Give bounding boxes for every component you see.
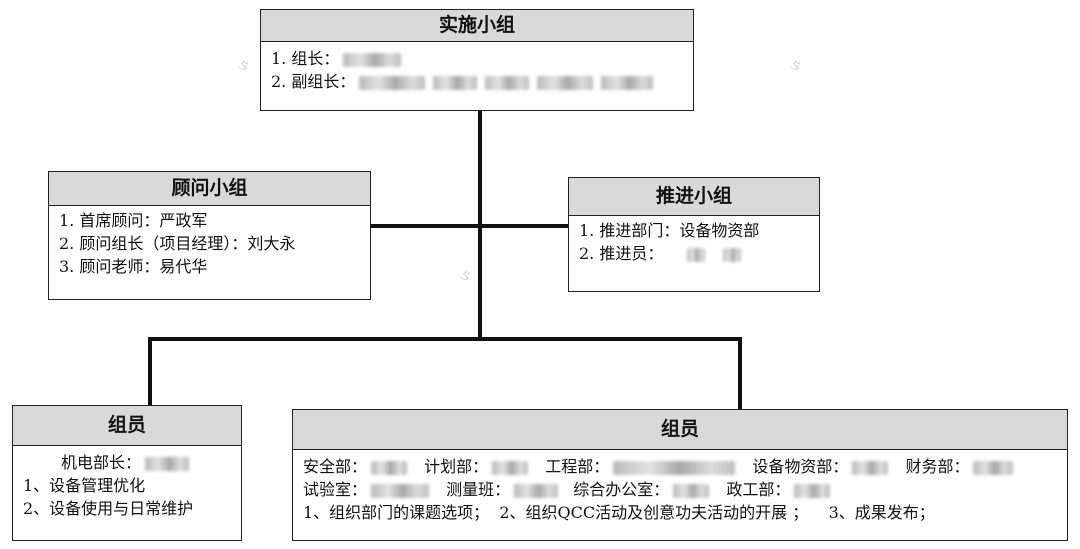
watermark: ઙ (460, 265, 471, 284)
connector-left-branch (370, 224, 478, 228)
impl-group-title: 实施小组 (261, 10, 693, 42)
connector-right-branch (482, 224, 570, 228)
dept-engineering-label: 工程部： (545, 457, 610, 476)
advisor-group-box: 顾问小组 1. 首席顾问：严政军 2. 顾问组长（项目经理）：刘大永 3. 顾问… (48, 171, 371, 300)
promo-group-box: 推进小组 1. 推进部门：设备物资部 2. 推进员： (568, 177, 820, 292)
redacted-name (343, 52, 402, 67)
watermark: ઙ (238, 55, 249, 74)
redacted-name (687, 247, 706, 262)
dept-lab-label: 试验室： (303, 480, 368, 499)
redacted-name (514, 483, 559, 498)
dept-office-label: 综合办公室： (573, 480, 670, 499)
member-right-duties: 1、组织部门的课题选项； 2、组织QCC活动及创意功夫活动的开展 ； 3、成果发… (303, 503, 935, 522)
connector-vertical-main (478, 111, 482, 339)
promo-person-label: 2. 推进员： (579, 244, 664, 263)
redacted-name (794, 483, 831, 498)
impl-leader-label: 1. 组长： (271, 49, 340, 68)
dept-political-label: 政工部： (726, 480, 791, 499)
redacted-name (601, 75, 654, 90)
dept-safety-label: 安全部： (303, 457, 368, 476)
dept-finance-label: 财务部： (905, 457, 970, 476)
advisor-teacher-line: 3. 顾问老师：易代华 (59, 257, 208, 276)
watermark: ઙ (790, 55, 801, 74)
redacted-name (492, 460, 529, 475)
promo-group-title: 推进小组 (569, 178, 819, 216)
member-left-box: 组员 机电部长： 1、设备管理优化 2、设备使用与日常维护 (12, 405, 242, 541)
redacted-name (485, 75, 530, 90)
dept-survey-label: 测量班： (446, 480, 511, 499)
dept-equipment-label: 设备物资部： (752, 457, 849, 476)
member-right-box: 组员 安全部： 计划部： 工程部： 设备物资部： 财务部： 试验室： 测量班： … (292, 409, 1068, 541)
member-left-head-line: 机电部长： (23, 451, 231, 474)
connector-right-drop (738, 337, 742, 409)
redacted-name (359, 75, 426, 90)
member-right-row-2: 试验室： 测量班： 综合办公室： 政工部： (303, 478, 1057, 501)
advisor-lead-line: 2. 顾问组长（项目经理）：刘大永 (59, 234, 296, 253)
member-left-duty-2: 2、设备使用与日常维护 (23, 499, 194, 518)
redacted-name (723, 247, 742, 262)
member-left-head-label: 机电部长： (61, 453, 142, 472)
member-right-title: 组员 (293, 410, 1067, 450)
redacted-name (371, 483, 430, 498)
promo-person-line: 2. 推进员： (579, 242, 809, 265)
advisor-chief-line: 1. 首席顾问：严政军 (59, 211, 208, 230)
impl-group-box: 实施小组 1. 组长： 2. 副组长： (260, 9, 694, 111)
redacted-name (371, 460, 408, 475)
redacted-name (973, 460, 1014, 475)
connector-left-drop (148, 337, 152, 407)
connector-horizontal-bottom (148, 337, 742, 341)
impl-deputy-label: 2. 副组长： (271, 72, 356, 91)
impl-deputy-line: 2. 副组长： (271, 70, 683, 93)
impl-leader-line: 1. 组长： (271, 47, 683, 70)
redacted-name (852, 460, 889, 475)
dept-planning-label: 计划部： (424, 457, 489, 476)
member-left-duty-1: 1、设备管理优化 (23, 476, 146, 495)
redacted-name (537, 75, 594, 90)
redacted-name (433, 75, 478, 90)
member-right-row-1: 安全部： 计划部： 工程部： 设备物资部： 财务部： (303, 455, 1057, 478)
member-left-title: 组员 (13, 406, 241, 446)
promo-dept-line: 1. 推进部门：设备物资部 (579, 221, 760, 240)
advisor-group-title: 顾问小组 (49, 172, 370, 206)
redacted-name (673, 483, 710, 498)
redacted-name (613, 460, 736, 475)
redacted-name (145, 456, 190, 471)
